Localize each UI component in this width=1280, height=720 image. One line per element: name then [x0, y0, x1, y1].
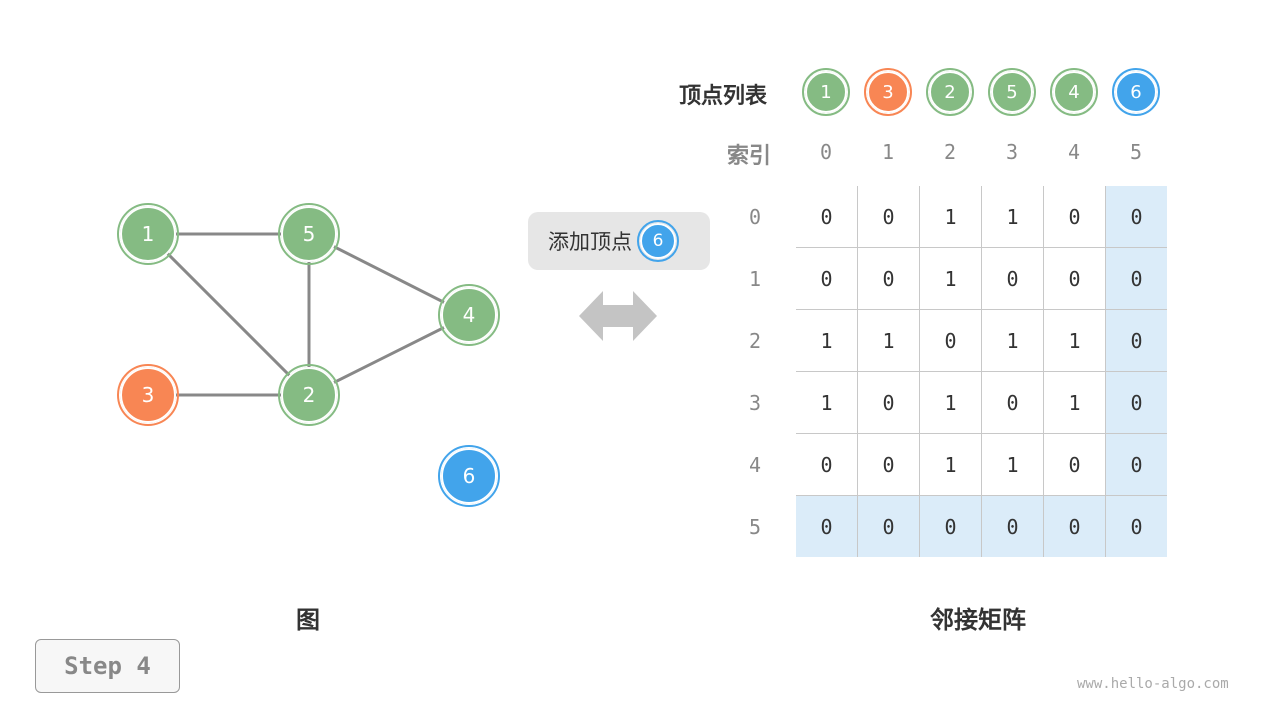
matrix-row: 0 0 1 1 0 0 [796, 433, 1167, 496]
vertex-list-item-4: 4 [1050, 68, 1098, 116]
graph-node-6: 6 [438, 445, 500, 507]
matrix-cell: 1 [981, 433, 1044, 496]
adjacency-matrix: 0 0 1 1 0 0 0 0 1 0 0 0 1 1 0 1 1 0 1 0 … [796, 186, 1167, 557]
col-index-2: 2 [943, 140, 957, 164]
matrix-cell: 1 [981, 309, 1044, 372]
matrix-cell: 0 [796, 186, 858, 248]
matrix-cell: 1 [919, 433, 982, 496]
matrix-cell: 0 [857, 371, 920, 434]
matrix-row: 0 0 1 0 0 0 [796, 247, 1167, 310]
matrix-caption: 邻接矩阵 [930, 606, 1026, 634]
matrix-cell: 0 [1043, 186, 1106, 248]
matrix-cell: 1 [857, 309, 920, 372]
new-vertex-badge: 6 [637, 220, 679, 262]
col-index-0: 0 [819, 140, 833, 164]
step-indicator: Step 4 [35, 639, 180, 693]
graph-node-4: 4 [438, 284, 500, 346]
col-index-1: 1 [881, 140, 895, 164]
matrix-cell: 0 [857, 433, 920, 496]
vertex-list-item-5: 6 [1112, 68, 1160, 116]
matrix-row: 0 0 1 1 0 0 [796, 186, 1167, 248]
matrix-cell: 0 [919, 309, 982, 372]
matrix-cell: 1 [981, 186, 1044, 248]
col-index-4: 4 [1067, 140, 1081, 164]
matrix-row: 1 0 1 0 1 0 [796, 371, 1167, 434]
vertex-list-item-3: 5 [988, 68, 1036, 116]
col-index-3: 3 [1005, 140, 1019, 164]
matrix-cell-new: 0 [1043, 495, 1106, 557]
matrix-cell-new: 0 [857, 495, 920, 557]
matrix-cell: 0 [857, 186, 920, 248]
vertex-list-label: 顶点列表 [679, 84, 768, 109]
graph-node-5: 5 [278, 203, 340, 265]
row-index-2: 2 [748, 329, 762, 353]
matrix-cell: 0 [1043, 247, 1106, 310]
col-index-5: 5 [1129, 140, 1143, 164]
matrix-cell: 1 [919, 247, 982, 310]
matrix-cell-new: 0 [1105, 371, 1167, 434]
graph-node-1: 1 [117, 203, 179, 265]
graph-node-3: 3 [117, 364, 179, 426]
matrix-cell: 0 [796, 247, 858, 310]
matrix-cell-new: 0 [1105, 495, 1167, 557]
matrix-cell: 0 [796, 433, 858, 496]
vertex-list-item-2: 2 [926, 68, 974, 116]
matrix-cell: 1 [1043, 371, 1106, 434]
matrix-cell: 0 [981, 247, 1044, 310]
matrix-cell-new: 0 [981, 495, 1044, 557]
matrix-cell: 0 [1043, 433, 1106, 496]
vertex-list-item-0: 1 [802, 68, 850, 116]
matrix-cell: 1 [919, 371, 982, 434]
index-label: 索引 [727, 144, 772, 169]
row-index-1: 1 [748, 267, 762, 291]
matrix-cell-new: 0 [1105, 186, 1167, 248]
row-index-4: 4 [748, 453, 762, 477]
matrix-cell-new: 0 [1105, 247, 1167, 310]
matrix-cell: 1 [1043, 309, 1106, 372]
vertex-list-item-1: 3 [864, 68, 912, 116]
graph-node-2: 2 [278, 364, 340, 426]
graph-caption: 图 [296, 606, 320, 634]
matrix-row: 1 1 0 1 1 0 [796, 309, 1167, 372]
matrix-cell-new: 0 [796, 495, 858, 557]
matrix-cell-new: 0 [919, 495, 982, 557]
matrix-cell-new: 0 [1105, 309, 1167, 372]
row-index-5: 5 [748, 515, 762, 539]
add-vertex-bubble: 添加顶点 6 [528, 212, 710, 270]
matrix-row-new: 0 0 0 0 0 0 [796, 495, 1167, 557]
edge-1-2 [146, 232, 311, 397]
double-arrow-icon [579, 291, 657, 341]
add-vertex-label: 添加顶点 [548, 230, 632, 254]
matrix-cell: 0 [857, 247, 920, 310]
matrix-cell: 1 [919, 186, 982, 248]
matrix-cell: 1 [796, 309, 858, 372]
matrix-cell-new: 0 [1105, 433, 1167, 496]
matrix-cell: 1 [796, 371, 858, 434]
row-index-0: 0 [748, 205, 762, 229]
watermark: www.hello-algo.com [1077, 676, 1229, 692]
matrix-cell: 0 [981, 371, 1044, 434]
row-index-3: 3 [748, 391, 762, 415]
